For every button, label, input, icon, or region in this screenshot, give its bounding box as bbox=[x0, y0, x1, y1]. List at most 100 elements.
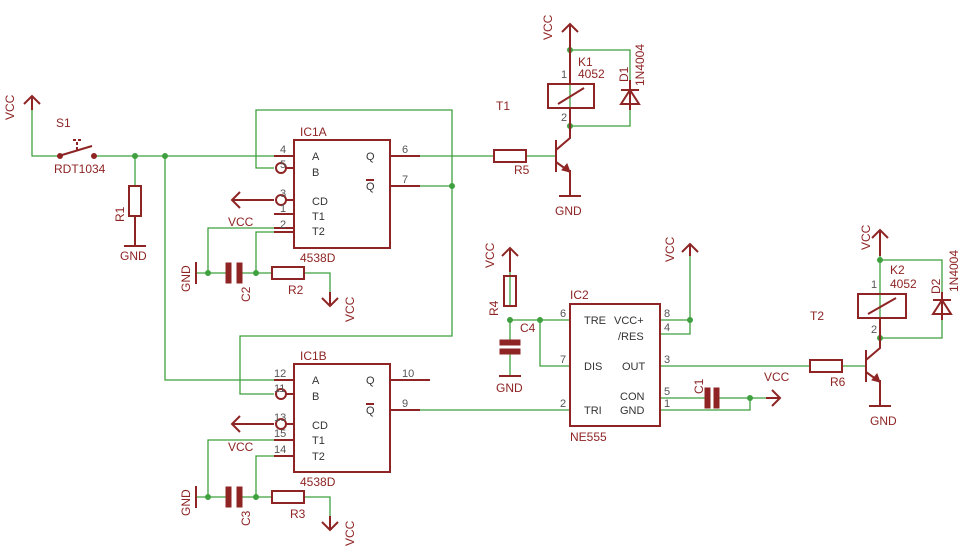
svg-text:CD: CD bbox=[312, 196, 328, 208]
gnd-symbol-r1: GND bbox=[120, 216, 147, 263]
svg-text:8: 8 bbox=[664, 308, 670, 320]
svg-text:S1: S1 bbox=[56, 116, 71, 130]
svg-text:3: 3 bbox=[664, 354, 670, 366]
svg-text:K1: K1 bbox=[578, 55, 593, 69]
svg-text:2: 2 bbox=[280, 219, 286, 231]
svg-text:R5: R5 bbox=[514, 163, 530, 177]
svg-text:GND: GND bbox=[496, 381, 523, 395]
gnd-symbol-c2: GND bbox=[179, 262, 197, 292]
gnd-symbol-t1: GND bbox=[555, 170, 582, 218]
svg-text:R3: R3 bbox=[290, 507, 306, 521]
switch-s1: S1 RDT1034 bbox=[54, 116, 106, 176]
svg-text:/RES: /RES bbox=[618, 331, 644, 343]
svg-text:IC1A: IC1A bbox=[300, 125, 327, 139]
svg-text:6: 6 bbox=[402, 144, 408, 156]
svg-text:7: 7 bbox=[402, 174, 408, 186]
svg-text:1: 1 bbox=[561, 69, 567, 81]
ic1a-4538d: IC1A 4538D A B CD T1 T2 Q Q 4 5 3 1 2 6 … bbox=[274, 125, 420, 265]
resistor-r6: R6 bbox=[809, 359, 846, 389]
svg-text:GND: GND bbox=[179, 489, 193, 516]
svg-text:C3: C3 bbox=[239, 510, 253, 526]
svg-text:C1: C1 bbox=[692, 378, 706, 394]
vcc-symbol-k1: VCC bbox=[541, 14, 579, 50]
svg-text:VCC: VCC bbox=[859, 224, 873, 250]
resistor-r2: R2 bbox=[271, 266, 305, 297]
svg-text:R2: R2 bbox=[288, 283, 304, 297]
capacitor-c3: C3 bbox=[225, 486, 253, 526]
svg-text:VCC: VCC bbox=[228, 215, 254, 229]
svg-text:TRI: TRI bbox=[584, 405, 602, 417]
svg-text:GND: GND bbox=[870, 414, 897, 428]
svg-text:7: 7 bbox=[560, 354, 566, 366]
svg-text:D2: D2 bbox=[929, 278, 943, 294]
vcc-symbol-r3: VCC bbox=[321, 516, 357, 546]
svg-text:VCC: VCC bbox=[541, 14, 555, 40]
vcc-symbol-k2: VCC bbox=[859, 224, 889, 256]
svg-text:T2: T2 bbox=[312, 451, 325, 463]
svg-text:2: 2 bbox=[871, 324, 877, 336]
vcc-symbol-c1: VCC bbox=[764, 370, 790, 407]
svg-text:2: 2 bbox=[560, 398, 566, 410]
svg-text:DIS: DIS bbox=[584, 361, 602, 373]
svg-text:GND: GND bbox=[120, 249, 147, 263]
svg-text:1N4004: 1N4004 bbox=[947, 250, 961, 292]
svg-text:15: 15 bbox=[274, 428, 286, 440]
svg-text:R6: R6 bbox=[830, 375, 846, 389]
svg-text:VCC+: VCC+ bbox=[614, 315, 644, 327]
diode-d1: D1 1N4004 bbox=[617, 44, 647, 110]
svg-text:VCC: VCC bbox=[663, 236, 677, 262]
svg-text:K2: K2 bbox=[890, 263, 905, 277]
svg-text:VCC: VCC bbox=[228, 440, 254, 454]
svg-text:VCC: VCC bbox=[483, 242, 497, 268]
resistor-r4: R4 bbox=[487, 275, 517, 316]
svg-text:1: 1 bbox=[871, 279, 877, 291]
svg-text:11: 11 bbox=[274, 383, 285, 395]
svg-text:4052: 4052 bbox=[890, 277, 917, 291]
svg-text:A: A bbox=[312, 375, 320, 387]
vcc-symbol-cd-ic1a: VCC bbox=[228, 191, 274, 229]
svg-text:GND: GND bbox=[555, 204, 582, 218]
svg-text:3: 3 bbox=[280, 188, 286, 200]
svg-text:GND: GND bbox=[179, 265, 193, 292]
svg-text:C4: C4 bbox=[520, 321, 536, 335]
svg-text:T2: T2 bbox=[312, 226, 325, 238]
svg-text:VCC: VCC bbox=[343, 296, 357, 322]
svg-text:T1: T1 bbox=[312, 435, 325, 447]
gnd-symbol-t2: GND bbox=[869, 380, 897, 428]
svg-text:4538D: 4538D bbox=[300, 251, 336, 265]
resistor-r5: R5 bbox=[493, 149, 530, 177]
svg-text:VCC: VCC bbox=[764, 370, 790, 384]
svg-text:14: 14 bbox=[274, 444, 286, 456]
vcc-symbol-ne555: VCC bbox=[663, 236, 699, 262]
svg-text:4538D: 4538D bbox=[300, 475, 336, 489]
svg-text:RDT1034: RDT1034 bbox=[54, 162, 106, 176]
svg-text:D1: D1 bbox=[617, 66, 631, 82]
svg-text:NE555: NE555 bbox=[570, 430, 607, 444]
svg-text:1N4004: 1N4004 bbox=[633, 44, 647, 86]
svg-text:IC2: IC2 bbox=[570, 288, 589, 302]
resistor-r3: R3 bbox=[271, 490, 306, 521]
capacitor-c2: C2 bbox=[225, 262, 253, 302]
svg-text:Q: Q bbox=[366, 405, 375, 417]
svg-text:T1: T1 bbox=[312, 211, 325, 223]
svg-text:4052: 4052 bbox=[578, 67, 605, 81]
ic1b-4538d: IC1B 4538D A B CD T1 T2 Q Q 12 11 13 15 … bbox=[274, 349, 430, 489]
svg-text:R1: R1 bbox=[113, 206, 127, 222]
svg-text:1: 1 bbox=[664, 398, 670, 410]
svg-text:OUT: OUT bbox=[622, 361, 646, 373]
svg-text:T1: T1 bbox=[496, 99, 510, 113]
ic2-ne555: IC2 NE555 TRE DIS TRI VCC+ /RES OUT CON … bbox=[560, 288, 670, 444]
svg-text:VCC: VCC bbox=[343, 520, 357, 546]
svg-text:5: 5 bbox=[280, 159, 286, 171]
vcc-symbol-cd-ic1b: VCC bbox=[228, 415, 274, 454]
svg-text:R4: R4 bbox=[487, 300, 501, 316]
relay-k2: K2 4052 1 2 bbox=[857, 263, 917, 338]
svg-text:6: 6 bbox=[560, 308, 566, 320]
svg-text:T2: T2 bbox=[810, 309, 824, 323]
svg-text:10: 10 bbox=[402, 368, 414, 380]
svg-text:5: 5 bbox=[664, 386, 670, 398]
svg-text:Q: Q bbox=[366, 181, 375, 193]
svg-text:B: B bbox=[312, 391, 319, 403]
capacitor-c4: C4 bbox=[499, 321, 536, 355]
